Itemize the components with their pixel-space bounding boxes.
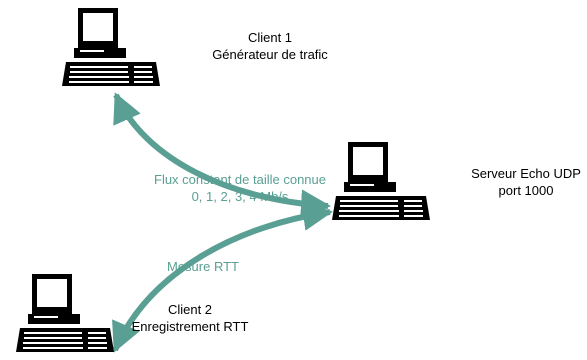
server-port: port 1000	[498, 183, 554, 198]
client2-title: Client 2	[167, 302, 213, 317]
client1-role: Générateur de trafic	[212, 47, 328, 62]
flux-description: Flux constant de taille connue	[154, 172, 326, 187]
client2-computer-icon	[16, 274, 114, 352]
client1-label: Client 1 Générateur de trafic	[210, 29, 330, 63]
server-title: Serveur Echo UDP	[471, 166, 581, 181]
client1-title: Client 1	[247, 30, 293, 45]
client2-role: Enregistrement RTT	[131, 319, 249, 334]
server-computer-icon	[332, 142, 430, 220]
client1-computer-icon	[62, 8, 160, 86]
flux-rates: 0, 1, 2, 3, 4 Mb/s	[191, 189, 289, 204]
server-label: Serveur Echo UDP port 1000	[466, 165, 586, 199]
client2-label: Client 2 Enregistrement RTT	[115, 301, 265, 335]
rtt-text: Mesure RTT	[167, 259, 239, 274]
rtt-label: Mesure RTT	[148, 258, 258, 275]
flux-label: Flux constant de taille connue 0, 1, 2, …	[140, 171, 340, 205]
rtt-arrow	[112, 201, 333, 353]
